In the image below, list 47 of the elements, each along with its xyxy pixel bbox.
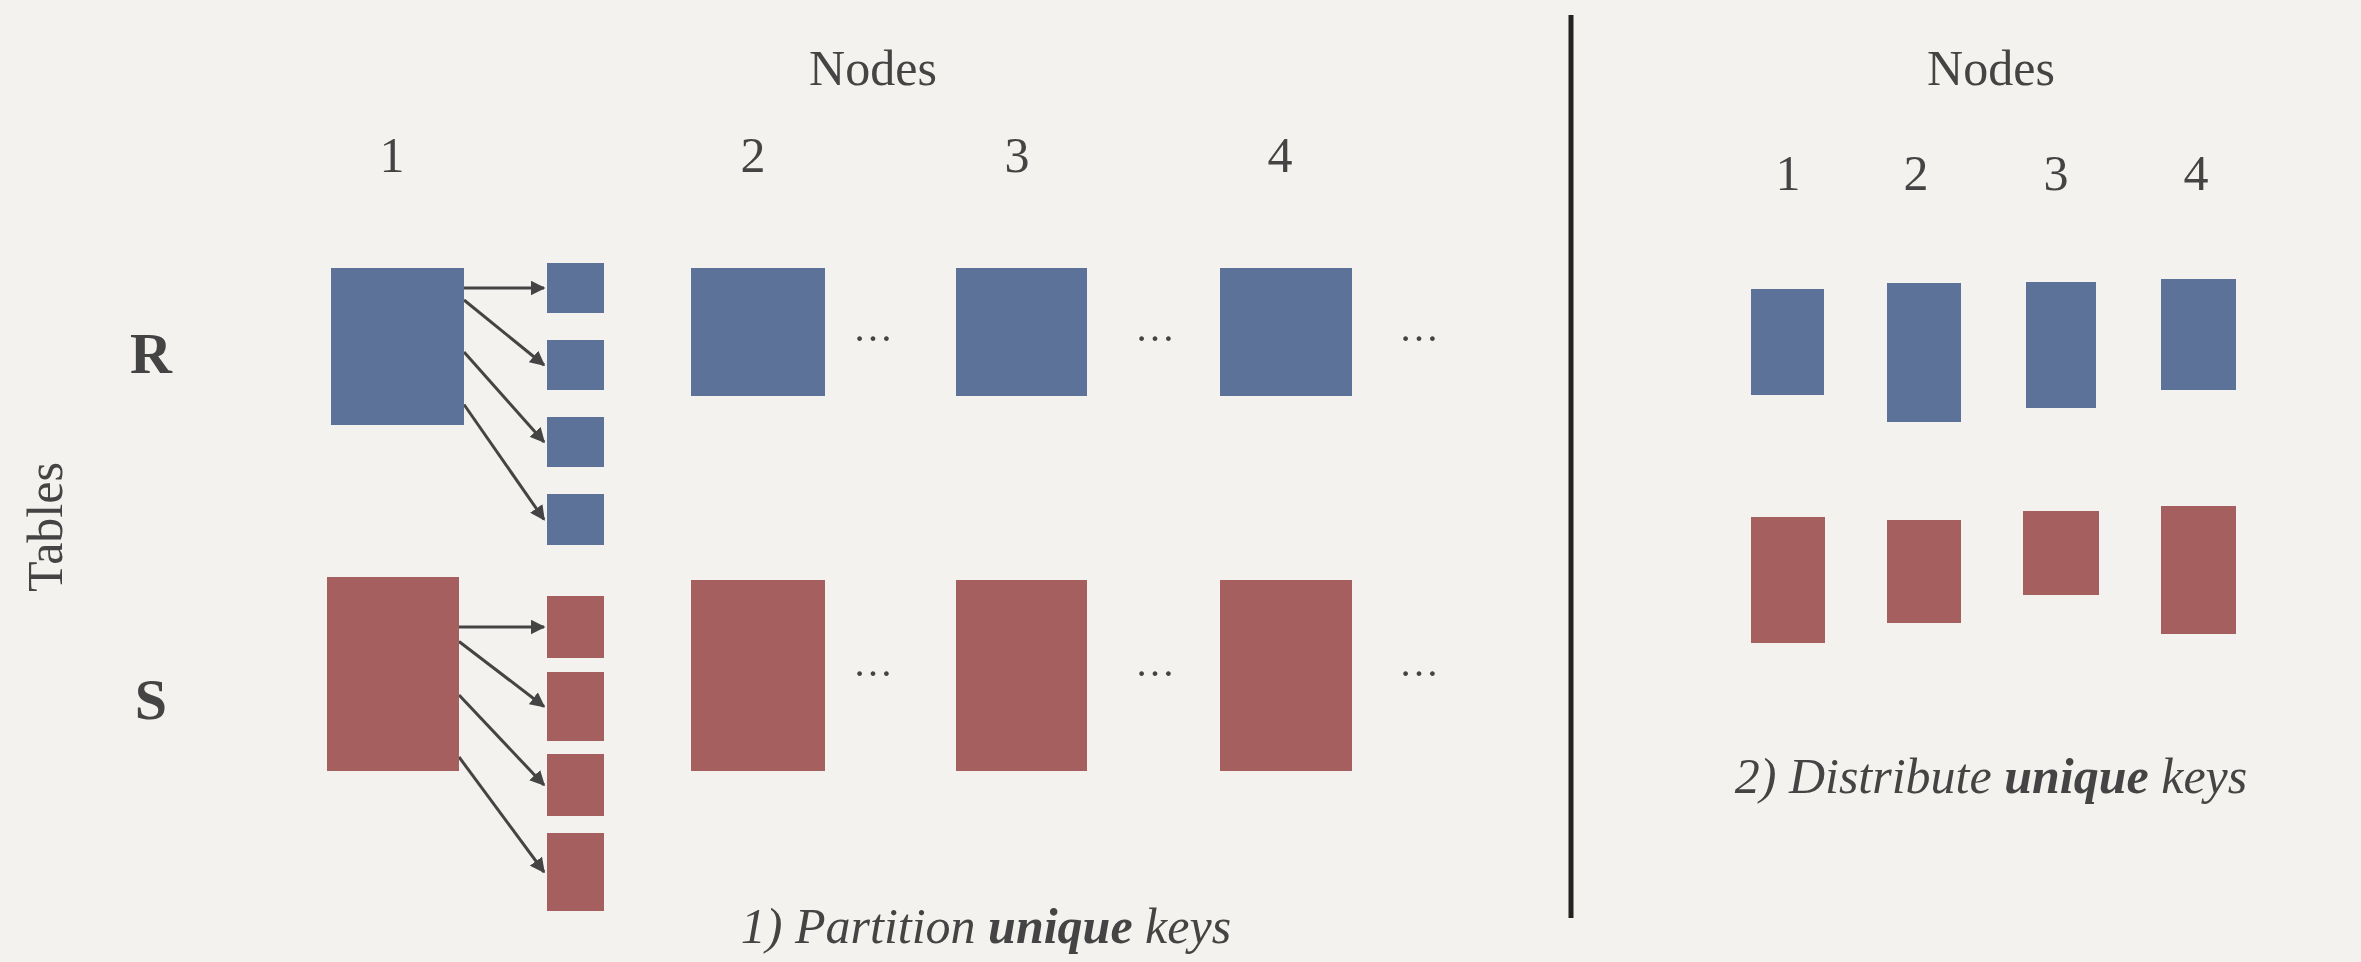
node-number: 4 xyxy=(2183,148,2209,198)
data-block xyxy=(1887,520,1961,623)
data-block xyxy=(1751,517,1825,643)
node-number: 1 xyxy=(379,130,405,180)
data-block xyxy=(547,672,604,741)
data-block xyxy=(2161,506,2236,634)
data-block xyxy=(1220,580,1352,771)
data-block xyxy=(691,580,825,771)
ellipsis: … xyxy=(853,308,893,348)
ellipsis: … xyxy=(1135,308,1175,348)
data-block xyxy=(331,268,464,425)
data-block xyxy=(1220,268,1352,396)
row-label: S xyxy=(134,671,168,729)
row-label: R xyxy=(130,325,172,383)
data-block xyxy=(327,577,459,771)
data-block xyxy=(2026,282,2096,408)
data-block xyxy=(547,833,604,911)
data-block xyxy=(956,268,1087,396)
axis-title: Tables xyxy=(20,462,70,592)
ellipsis: … xyxy=(1135,643,1175,683)
node-number: 2 xyxy=(1903,148,1929,198)
arrow xyxy=(459,619,546,635)
data-block xyxy=(691,268,825,396)
data-block xyxy=(547,263,604,313)
arrow xyxy=(464,280,546,296)
ellipsis: … xyxy=(1399,643,1439,683)
column-heading: Nodes xyxy=(809,43,937,93)
arrow xyxy=(463,298,546,367)
column-heading: Nodes xyxy=(1927,43,2055,93)
data-block xyxy=(547,417,604,467)
data-block xyxy=(547,494,604,545)
node-number: 3 xyxy=(1004,130,1030,180)
node-number: 2 xyxy=(740,130,766,180)
node-number: 4 xyxy=(1267,130,1293,180)
arrow xyxy=(458,640,546,708)
data-block xyxy=(1751,289,1824,395)
node-number: 1 xyxy=(1775,148,1801,198)
data-block xyxy=(956,580,1087,771)
data-block xyxy=(547,596,604,658)
ellipsis: … xyxy=(1399,308,1439,348)
data-block xyxy=(2161,279,2236,390)
node-number: 3 xyxy=(2043,148,2069,198)
ellipsis: … xyxy=(853,643,893,683)
data-block xyxy=(2023,511,2099,595)
data-block xyxy=(547,340,604,390)
data-block xyxy=(1887,283,1961,422)
data-block xyxy=(547,754,604,816)
